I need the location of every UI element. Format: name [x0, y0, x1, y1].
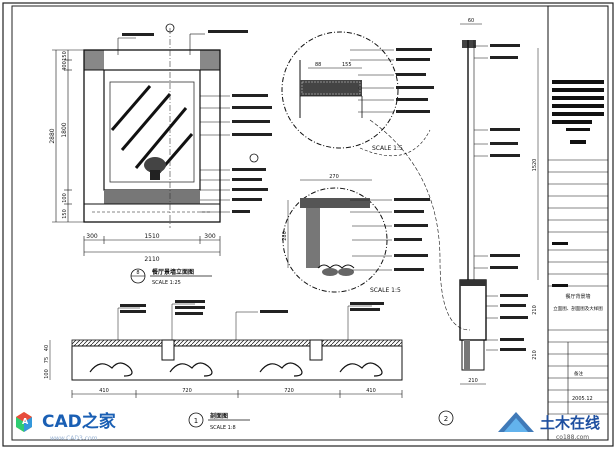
watermark-civil-logo: 土木在线 co188.com — [498, 412, 600, 441]
section-left-dim-1: 75 — [44, 357, 50, 363]
dim-elev-left-2: 1800 — [61, 122, 68, 137]
watermark-left-brand: CAD之家 — [42, 411, 116, 432]
detail-a: 88 155 SCALE 1:5 — [281, 31, 434, 156]
dim-elev-left-1: 400 — [62, 61, 68, 71]
dim-elev-left-3: 100 — [62, 193, 68, 203]
elevation-dimension-lines — [52, 49, 221, 256]
elevation-glass-hatch — [110, 85, 194, 179]
title-block-name: 餐厅背景墙 — [565, 293, 590, 300]
elevation-inner-panel — [109, 81, 195, 183]
title-block-code: 2005.12 — [572, 396, 593, 402]
elevation-leaders — [117, 33, 230, 213]
elevation-plant — [144, 157, 166, 180]
section-scale: SCALE 1:8 — [210, 425, 236, 431]
svg-text:A: A — [22, 417, 29, 426]
section-decor — [89, 362, 383, 377]
detail-b-scale: SCALE 1:5 — [370, 287, 401, 294]
section-title: 剖面图 — [210, 412, 228, 420]
dim-elev-left-4: 150 — [62, 209, 68, 219]
elevation-scale: SCALE 1:25 — [152, 280, 181, 286]
watermark-right-brand: 土木在线 — [540, 414, 600, 432]
detail-b-left-dim: 280 — [282, 231, 288, 241]
section-view: 410 720 720 410 100 75 40 1 剖面图 SCALE 1:… — [44, 300, 403, 431]
watermark-cad-logo: A CAD之家 www.CAD3.com — [16, 411, 116, 442]
side-title-circle — [438, 410, 454, 426]
elevation-plinth — [83, 203, 221, 223]
watermark-left-url: www.CAD3.com — [50, 435, 98, 442]
detail-a-section-fill — [300, 80, 362, 96]
detail-b-wall — [306, 208, 320, 268]
elevation-cap-right — [200, 50, 220, 70]
detail-a-circle — [281, 31, 399, 149]
elevation-number: 8 — [136, 270, 139, 276]
side-dim-0: 1520 — [532, 159, 538, 172]
section-number: 1 — [194, 417, 198, 425]
section-left-dim-0: 100 — [44, 369, 50, 379]
elevation-cap-left — [84, 50, 104, 70]
detail-b: 270 280 SCALE 1:5 — [282, 174, 430, 294]
title-block-subtitle: 立面图、剖面图及大样图 — [553, 305, 603, 312]
side-top-dim: 60 — [468, 18, 474, 24]
section-top-band — [71, 339, 403, 347]
title-block: 餐厅背景墙 立面图、剖面图及大样图 备注 2005.12 — [547, 5, 609, 441]
detail-b-top-slab — [300, 198, 370, 208]
section-title-circle — [188, 412, 204, 428]
dim-elev-left-0: 150 — [62, 51, 68, 61]
detail-b-dim-0: 270 — [329, 174, 339, 180]
side-dim-1: 210 — [532, 305, 538, 315]
detail-callout-curve — [369, 119, 471, 331]
elevation-title: 餐厅景墙立面图 — [151, 268, 194, 276]
dim-elev-total: 2110 — [144, 256, 159, 263]
detail-a-dim-1: 155 — [342, 62, 352, 68]
dim-elev-top-0: 300 — [86, 233, 98, 240]
side-dim-2: 210 — [532, 350, 538, 360]
detail-a-scale: SCALE 1:5 — [372, 145, 403, 152]
title-block-header-bars — [552, 80, 604, 144]
section-dim-3: 410 — [366, 388, 376, 394]
dim-elev-top-2: 300 — [204, 233, 216, 240]
side-section-view: 60 1520 210 210 210 — [438, 18, 539, 426]
section-dim-0: 410 — [99, 388, 109, 394]
elevation-annotation-blocks — [122, 30, 272, 213]
dim-elev-top-1: 1510 — [144, 233, 159, 240]
watermark-right-url: co188.com — [556, 434, 589, 441]
side-number: 2 — [444, 415, 448, 423]
section-dim-2: 720 — [284, 388, 294, 394]
side-cap — [462, 40, 476, 48]
elevation-view: 300 1510 300 2110 150 400 1800 100 150 2… — [49, 23, 272, 286]
side-bottom-dim: 210 — [468, 378, 478, 384]
elevation-base — [104, 190, 200, 204]
section-body — [71, 345, 403, 381]
section-dim-1: 720 — [182, 388, 192, 394]
title-block-note-label: 备注 — [574, 370, 583, 377]
dim-elev-left-total: 2880 — [49, 128, 56, 143]
detail-a-dim-0: 88 — [315, 62, 321, 68]
section-left-dim-2: 40 — [44, 345, 50, 351]
